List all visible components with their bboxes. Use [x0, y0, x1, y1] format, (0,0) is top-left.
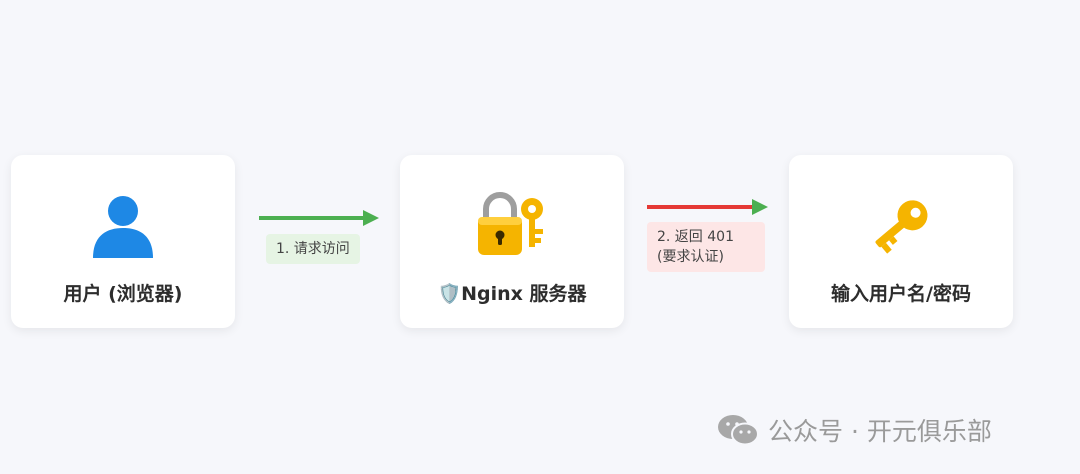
watermark-text: 公众号 · 开元俱乐部 — [768, 417, 992, 446]
arrow-request — [259, 210, 379, 226]
edge-401-label-line1: 2. 返回 401 — [657, 229, 734, 245]
key-icon — [789, 189, 1013, 261]
watermark: 公众号 · 开元俱乐部 — [716, 412, 992, 448]
node-nginx-card: 🛡️Nginx 服务器 — [400, 155, 624, 328]
wechat-icon — [716, 412, 760, 448]
arrow-401-response — [647, 199, 768, 215]
edge-401-label-line2: (要求认证) — [657, 249, 724, 265]
edge-401-label: 2. 返回 401 (要求认证) — [647, 222, 765, 272]
node-user-card: 用户 (浏览器) — [11, 155, 235, 328]
node-nginx-label: 🛡️Nginx 服务器 — [437, 283, 587, 305]
node-auth-card: 输入用户名/密码 — [789, 155, 1013, 328]
user-silhouette-icon — [11, 189, 235, 261]
node-user-label: 用户 (浏览器) — [63, 283, 183, 305]
padlock-with-key-icon — [400, 189, 624, 261]
node-auth-label: 输入用户名/密码 — [831, 283, 971, 305]
edge-request-label: 1. 请求访问 — [266, 234, 360, 264]
